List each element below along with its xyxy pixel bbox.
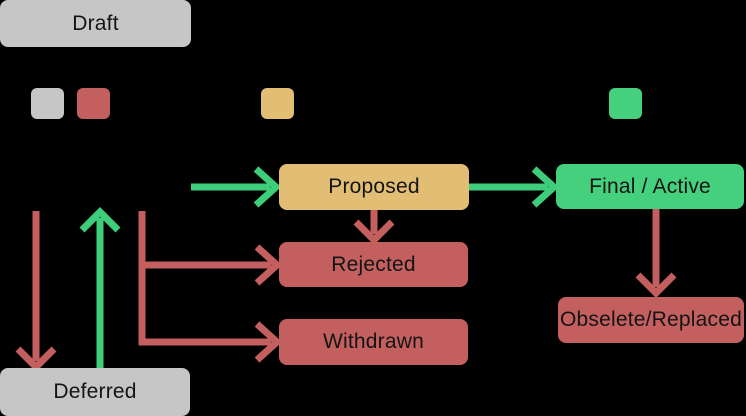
edge-draft-withdrawn <box>138 265 283 363</box>
node-final-active: Final / Active <box>556 164 744 209</box>
edge-proposed-final <box>469 166 560 208</box>
edge-draft-proposed <box>191 166 282 208</box>
node-proposed: Proposed <box>279 164 469 210</box>
edge-proposed-rejected <box>353 210 395 245</box>
legend-swatch-green <box>609 88 642 119</box>
edge-draft-deferred <box>15 211 57 372</box>
node-obselete-replaced: Obselete/Replaced <box>558 297 744 343</box>
node-withdrawn: Withdrawn <box>279 319 468 365</box>
edge-deferred-draft <box>79 207 121 368</box>
node-deferred: Deferred <box>0 368 190 416</box>
node-rejected: Rejected <box>279 242 468 287</box>
node-draft: Draft <box>0 0 191 47</box>
legend-swatch-red <box>77 88 110 119</box>
edge-draft-rejected <box>138 211 283 286</box>
edge-final-obselete <box>635 209 677 298</box>
legend-swatch-yellow <box>261 88 294 119</box>
legend-swatch-gray <box>31 88 64 119</box>
